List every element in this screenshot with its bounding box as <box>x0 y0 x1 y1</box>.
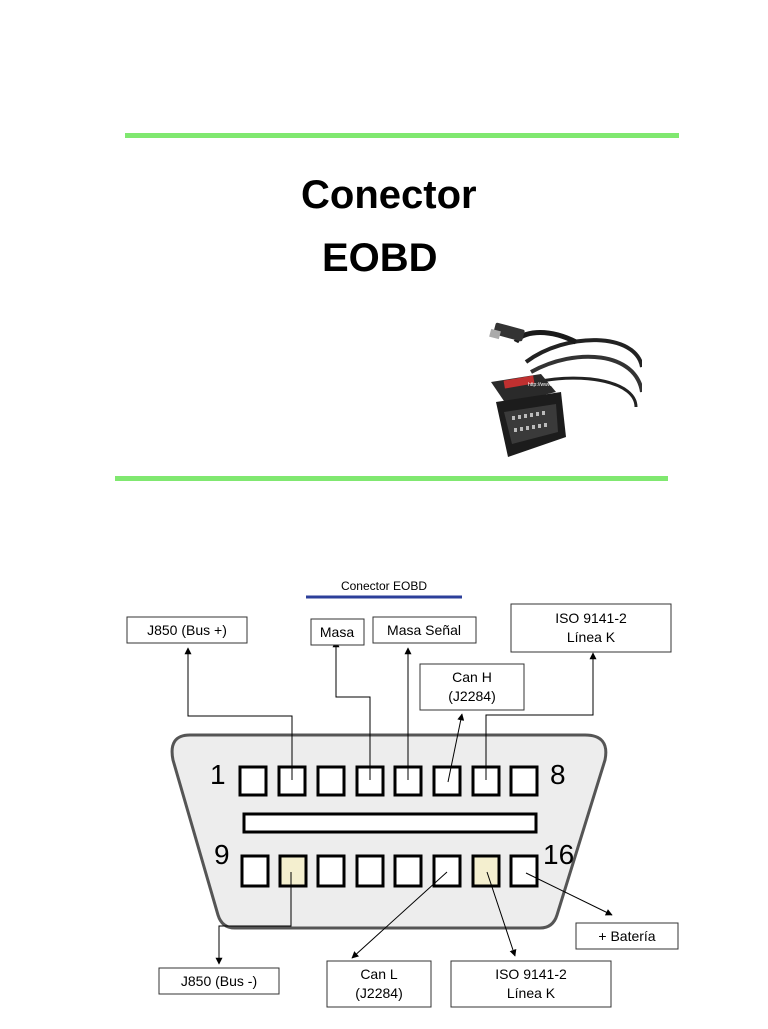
eobd-pinout-diagram: Conector EOBD 1 8 9 16 <box>0 560 768 1024</box>
top-divider <box>125 133 679 138</box>
label-box-iso-top <box>510 603 672 653</box>
pin-number-1: 1 <box>210 759 226 790</box>
label-j850-plus: J850 (Bus +) <box>147 622 227 638</box>
label-box-iso-bottom <box>450 960 612 1008</box>
label-can-l-line1: Can L <box>360 966 398 982</box>
pin-9 <box>240 854 270 888</box>
leader-j850-plus <box>184 647 293 780</box>
label-can-h-line1: Can H <box>452 669 492 685</box>
label-box-j850-plus <box>126 616 248 644</box>
label-can-h-line2: (J2284) <box>448 688 495 704</box>
label-bateria: + Batería <box>598 928 655 944</box>
label-masa-senal: Masa Señal <box>387 622 461 638</box>
pin-3 <box>316 765 346 797</box>
pin-13 <box>393 854 423 888</box>
bottom-divider <box>115 476 668 481</box>
pin-12 <box>355 854 385 888</box>
label-iso-bottom-line1: ISO 9141-2 <box>495 966 567 982</box>
pin-number-9: 9 <box>214 839 230 870</box>
pin-10 <box>278 854 308 888</box>
leader-j850-minus <box>215 872 292 965</box>
label-iso-top-line2: Línea K <box>567 629 616 645</box>
pin-8 <box>509 765 539 797</box>
label-box-j850-minus <box>158 967 280 995</box>
pin-6 <box>432 765 462 797</box>
photo-caption: http://www.obd2fun.com <box>528 382 581 388</box>
label-box-bateria <box>575 922 679 950</box>
label-box-can-l <box>326 960 432 1008</box>
pin-1 <box>238 765 268 797</box>
bottom-pin-row <box>240 854 539 888</box>
pin-11 <box>316 854 346 888</box>
leader-can-h <box>447 713 465 783</box>
leader-iso-top <box>485 652 597 780</box>
label-box-can-h <box>419 663 525 711</box>
label-j850-minus: J850 (Bus -) <box>181 973 257 989</box>
label-box-masa-senal <box>372 616 477 644</box>
pin-number-8: 8 <box>550 759 566 790</box>
page-title-line1: Conector <box>301 173 477 217</box>
connector-key-bar <box>242 812 538 834</box>
pin-14 <box>432 854 462 888</box>
label-box-masa <box>310 618 365 646</box>
obd-cable-photo: http://www.obd2fun.com <box>486 312 644 468</box>
leader-bateria <box>525 872 613 916</box>
leader-iso-bottom <box>486 871 517 957</box>
pin-15 <box>471 854 501 888</box>
label-iso-top-line1: ISO 9141-2 <box>555 610 627 626</box>
page-title-line2: EOBD <box>322 236 438 280</box>
diagram-title: Conector EOBD <box>341 579 427 593</box>
pin-number-16: 16 <box>543 839 574 870</box>
label-can-l-line2: (J2284) <box>355 985 402 1001</box>
leader-can-l <box>351 871 448 959</box>
label-masa: Masa <box>320 624 354 640</box>
label-iso-bottom-line2: Línea K <box>507 985 556 1001</box>
pin-16 <box>509 854 539 888</box>
leader-masa <box>332 640 371 780</box>
